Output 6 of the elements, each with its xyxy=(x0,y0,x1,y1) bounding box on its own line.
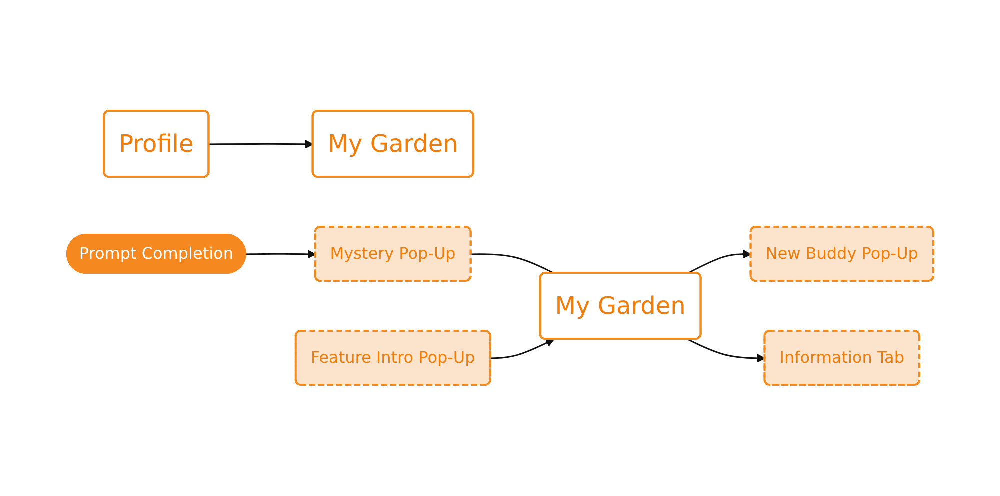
arrow xyxy=(246,250,316,259)
arrow xyxy=(209,140,314,149)
arrow xyxy=(490,338,554,360)
connector xyxy=(471,254,554,274)
arrow xyxy=(687,338,766,363)
arrow xyxy=(687,250,752,274)
